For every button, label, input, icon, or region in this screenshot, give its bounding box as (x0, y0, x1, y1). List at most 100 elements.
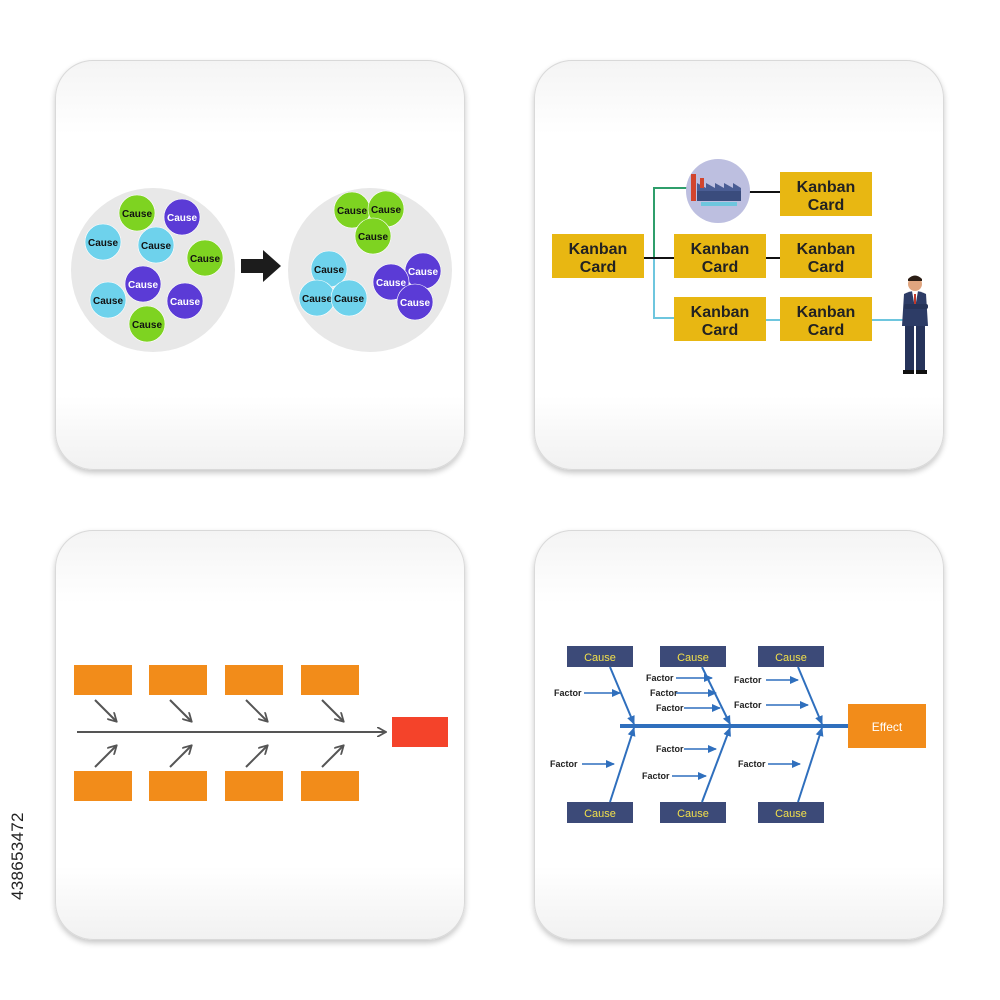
factor-arrow: Factor (734, 675, 799, 685)
cause-box: Cause (758, 646, 824, 667)
svg-text:Cause: Cause (677, 808, 709, 820)
svg-text:Cause: Cause (314, 265, 344, 276)
cause-bone (701, 666, 731, 725)
bone-arrow-up (321, 746, 343, 768)
cause-circle: Cause (298, 279, 336, 317)
svg-text:Cause: Cause (88, 238, 118, 249)
svg-text:Kanban: Kanban (797, 179, 856, 196)
svg-text:Kanban: Kanban (691, 241, 750, 258)
svg-text:Kanban: Kanban (797, 241, 856, 258)
fishbone-diagram: Effect CauseCauseCauseCauseCauseCauseFac… (550, 646, 926, 823)
svg-text:Cause: Cause (190, 254, 220, 265)
cause-circle: Cause (330, 279, 368, 317)
svg-text:Cause: Cause (170, 297, 200, 308)
svg-text:Factor: Factor (642, 771, 670, 781)
cause-circle: Cause (186, 239, 224, 277)
svg-text:Factor: Factor (734, 675, 762, 685)
cause-box: Cause (567, 646, 633, 667)
svg-text:Card: Card (808, 322, 844, 339)
cause-bone (609, 727, 636, 803)
svg-text:Cause: Cause (358, 232, 388, 243)
svg-text:Cause: Cause (337, 206, 367, 217)
cause-circle: Cause (166, 282, 204, 320)
bone-arrow-down (94, 699, 116, 721)
cause-box: Cause (660, 646, 726, 667)
svg-text:Cause: Cause (376, 278, 406, 289)
bone-arrow-down (245, 699, 267, 721)
effect-label: Effect (872, 720, 903, 734)
cause-circle: Cause (124, 265, 162, 303)
cause-box: Cause (567, 802, 633, 823)
bone-arrow-up (94, 746, 116, 768)
factor-arrow: Factor (656, 703, 721, 713)
cause-circle: Cause (163, 198, 201, 236)
svg-text:Cause: Cause (677, 652, 709, 664)
svg-text:Cause: Cause (93, 296, 123, 307)
panel-fishbone-blank (55, 530, 465, 940)
cause-box-bottom (149, 771, 207, 801)
svg-text:Cause: Cause (400, 298, 430, 309)
factor-arrow: Factor (554, 688, 621, 698)
svg-text:Cause: Cause (371, 205, 401, 216)
factor-arrow: Factor (734, 700, 809, 710)
cause-box-top (74, 665, 132, 695)
svg-text:Card: Card (808, 197, 844, 214)
svg-text:Cause: Cause (122, 209, 152, 220)
cause-bone (797, 727, 824, 803)
svg-text:Kanban: Kanban (691, 304, 750, 321)
cause-circle: Cause (372, 263, 410, 301)
svg-text:Cause: Cause (775, 808, 807, 820)
cause-circle: Cause (89, 281, 127, 319)
svg-text:Factor: Factor (650, 688, 678, 698)
bone-arrow-down (169, 699, 191, 721)
factor-arrow: Factor (738, 759, 801, 769)
fishbone-blank-diagram (74, 665, 448, 801)
cause-circle: Cause (404, 252, 442, 290)
svg-text:Cause: Cause (132, 320, 162, 331)
cause-box-top (149, 665, 207, 695)
svg-text:Factor: Factor (734, 700, 762, 710)
bone-arrow-up (169, 746, 191, 768)
factor-arrow: Factor (550, 759, 615, 769)
svg-text:Kanban: Kanban (797, 304, 856, 321)
arrow-right-icon (241, 250, 281, 282)
kanban-diagram: KanbanCardKanbanCardKanbanCardKanbanCard… (552, 159, 928, 374)
businessman-figure (902, 275, 928, 374)
svg-text:Factor: Factor (738, 759, 766, 769)
svg-text:Factor: Factor (550, 759, 578, 769)
svg-text:Factor: Factor (646, 673, 674, 683)
svg-text:Cause: Cause (302, 294, 332, 305)
svg-text:Cause: Cause (408, 267, 438, 278)
cause-box: Cause (758, 802, 824, 823)
cause-circle: Cause (118, 194, 156, 232)
cause-circle: Cause (137, 226, 175, 264)
kanban-connectors (644, 187, 904, 321)
svg-text:Factor: Factor (554, 688, 582, 698)
svg-text:Card: Card (702, 322, 738, 339)
cause-bone (609, 666, 635, 725)
factor-arrow: Factor (650, 688, 717, 698)
svg-text:Kanban: Kanban (569, 241, 628, 258)
cause-circle: Cause (128, 305, 166, 343)
svg-text:Cause: Cause (128, 280, 158, 291)
svg-text:Cause: Cause (584, 808, 616, 820)
svg-text:Factor: Factor (656, 703, 684, 713)
cause-box-top (225, 665, 283, 695)
svg-text:Factor: Factor (656, 744, 684, 754)
stock-id: 438653472 (8, 812, 27, 900)
effect-box (848, 704, 926, 748)
cause-box-bottom (225, 771, 283, 801)
svg-text:Cause: Cause (167, 213, 197, 224)
svg-text:Cause: Cause (334, 294, 364, 305)
effect-box (392, 717, 448, 747)
factor-arrow: Factor (646, 673, 713, 683)
